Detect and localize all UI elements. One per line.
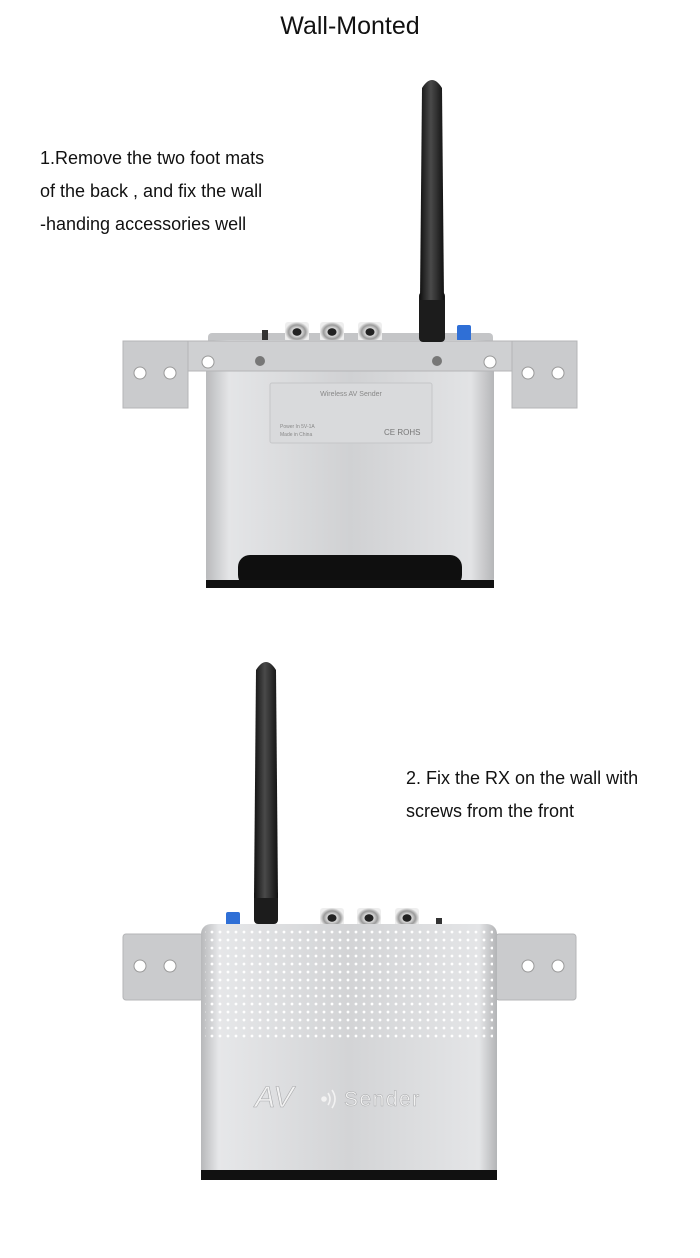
blue-button [457,325,471,341]
label-power: Power In 5V-1A [280,424,315,430]
logo-av: AV [253,1081,296,1114]
step1-line: 1.Remove the two foot mats [40,148,265,168]
wifi-waves-icon [321,1089,336,1109]
antenna-icon [254,662,278,924]
label-made: Made in China [280,432,312,438]
step2-instructions: 2. Fix the RX on the wall with screws fr… [406,762,638,828]
antenna-icon [419,80,445,342]
rca-jack-icon [285,322,382,342]
logo-sender: Sender [344,1088,421,1111]
device-front-view: AV Sender [122,662,577,1180]
step1-instructions: 1.Remove the two foot mats of the back ,… [40,142,264,241]
device-back-view: Wireless AV Sender Power In 5V-1A Made i… [122,80,578,588]
step2-line: screws from the front [406,801,575,821]
step1-line: of the back , and fix the wall [40,181,263,201]
label-certs: CE ROHS [384,428,420,437]
screw-icon [255,356,442,366]
label-title: Wireless AV Sender [320,391,382,398]
rca-jack-icon [320,908,419,928]
device-body [206,340,494,588]
page-title: Wall-Monted [280,12,420,40]
step1-line: -handing accessories well [40,214,247,234]
step2-line: 2. Fix the RX on the wall with [406,768,639,788]
device-label [269,382,433,444]
